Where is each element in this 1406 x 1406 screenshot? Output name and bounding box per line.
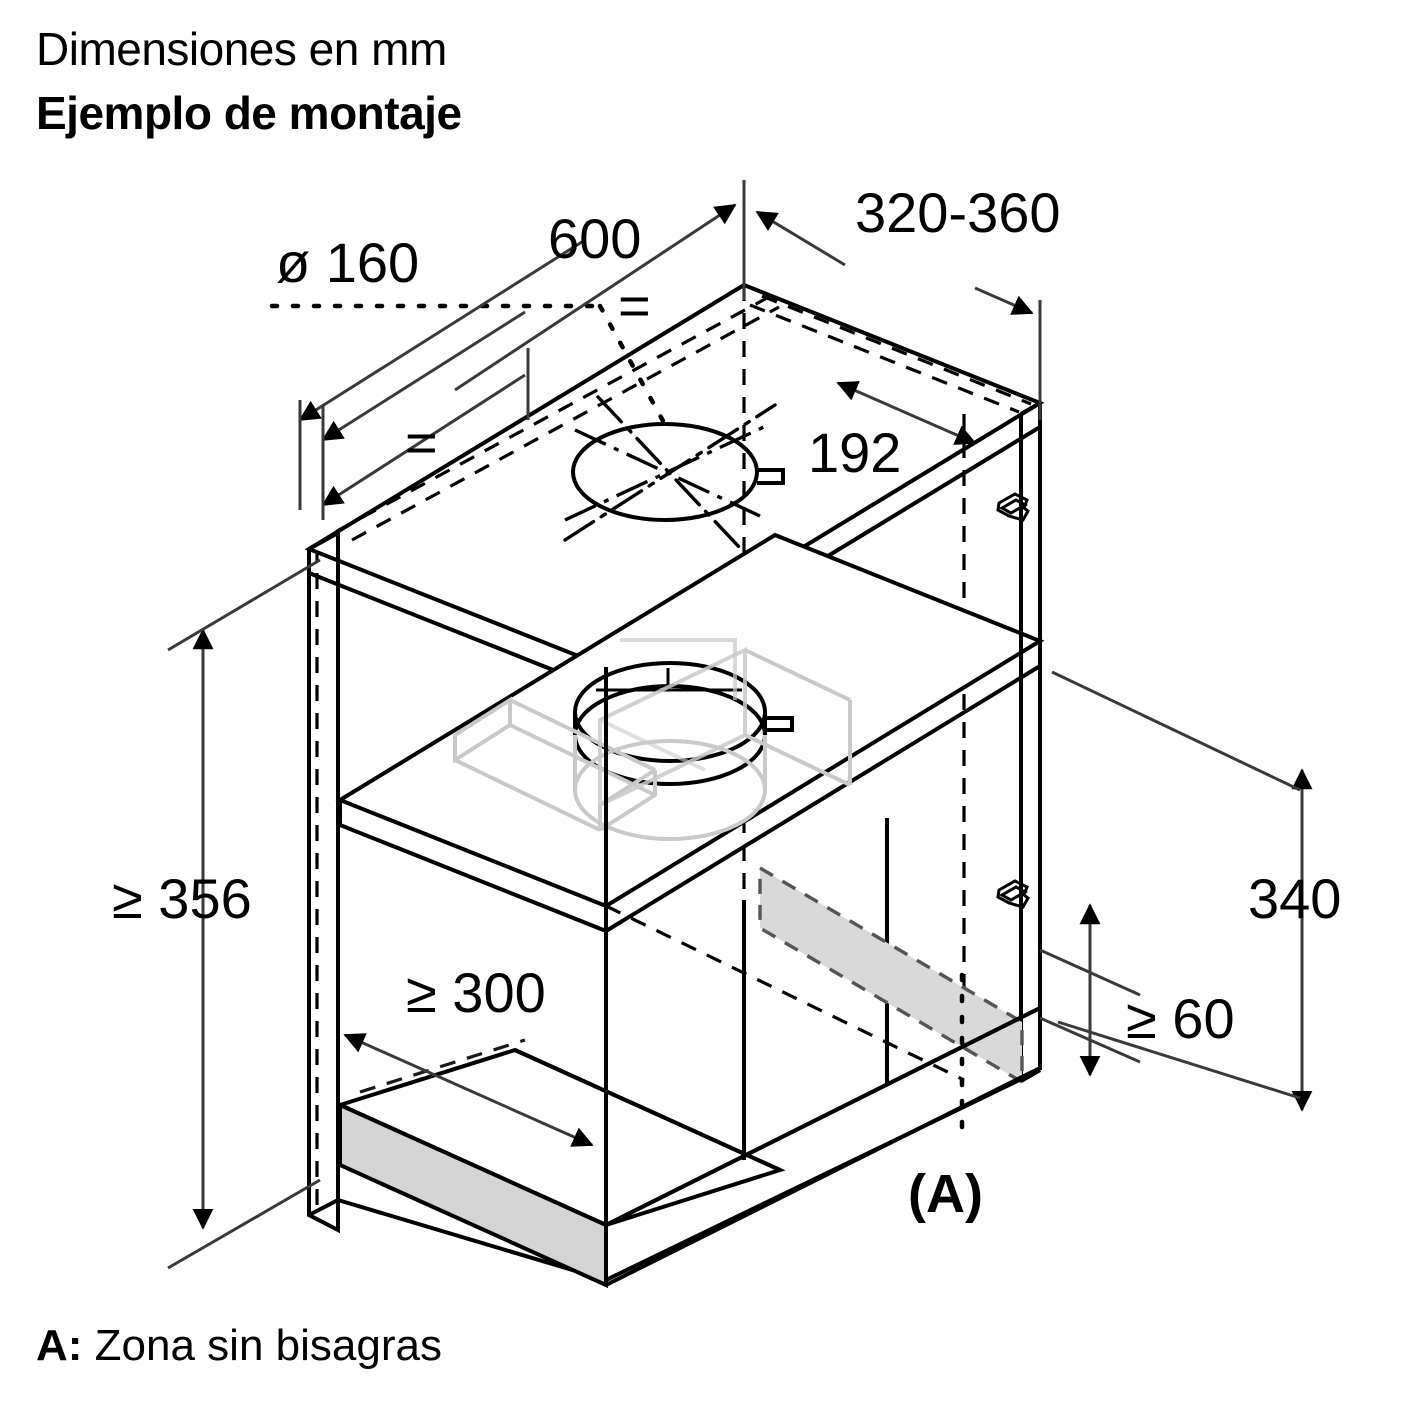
duct-opening-top xyxy=(563,395,785,550)
dim-label-duct-offset: 192 xyxy=(808,421,901,484)
dim-hinge-free-zone: ≥ 60 xyxy=(1039,903,1235,1077)
dim-label-equal-left: = xyxy=(405,411,438,474)
dim-cabinet-height-min: ≥ 356 xyxy=(112,558,321,1270)
dim-cabinet-depth: 320-360 xyxy=(742,180,1061,420)
door-bottom-edge xyxy=(1019,1068,1042,1083)
cabinet-left-side-panel xyxy=(307,531,340,1234)
dim-label-equal-right: = xyxy=(618,274,651,337)
legend-marker: A: xyxy=(36,1321,83,1370)
a-marker-group: (A) xyxy=(908,972,983,1224)
dim-equal-left: = xyxy=(321,310,526,520)
cabinet-bottom-panel xyxy=(337,1006,1042,1289)
dim-duct-offset: 192 xyxy=(808,381,977,484)
dim-label-cabinet-depth-1: 320-360 xyxy=(855,181,1061,244)
dim-label-lower-compartment-min: ≥ 300 xyxy=(406,961,546,1024)
dim-label-cabinet-width: 600 xyxy=(548,207,641,270)
legend-text: Zona sin bisagras xyxy=(82,1321,442,1370)
page-title-mounting-example: Ejemplo de montaje xyxy=(36,87,462,139)
dim-duct-diameter: ø 160 xyxy=(269,231,671,433)
dim-label-hinge-free-zone: ≥ 60 xyxy=(1126,987,1235,1050)
legend-hinge-free-zone: A: Zona sin bisagras xyxy=(36,1320,442,1372)
dim-cabinet-width: 600 = xyxy=(298,203,737,510)
dim-lower-compartment-min: ≥ 300 xyxy=(343,961,594,1147)
hinge-free-zone-band xyxy=(758,865,1024,1085)
page-title-dimensions: Dimensiones en mm xyxy=(36,23,447,75)
dim-label-cabinet-height-min: ≥ 356 xyxy=(112,867,252,930)
a-marker-label: (A) xyxy=(908,1164,983,1224)
back-inner-hidden-lines xyxy=(605,904,965,1082)
cabinet-body xyxy=(304,282,1045,1289)
dim-label-side-height: 340 xyxy=(1248,867,1341,930)
dim-label-duct-diameter: ø 160 xyxy=(276,231,419,294)
hood-ghost-outline xyxy=(453,638,852,841)
interior-vertical-edges xyxy=(604,667,889,1230)
dim-side-height: 340 xyxy=(1051,670,1341,1112)
hinge-lower-icon xyxy=(996,879,1030,909)
hinge-upper-icon xyxy=(996,492,1030,522)
